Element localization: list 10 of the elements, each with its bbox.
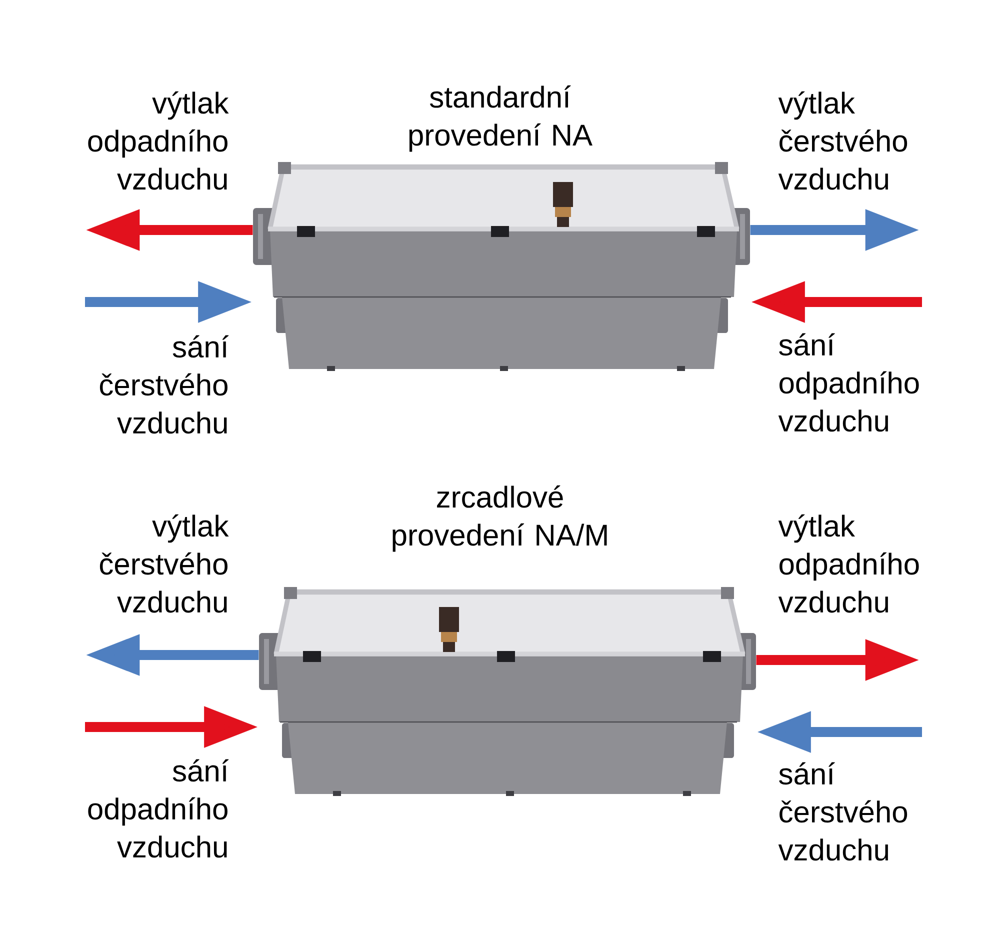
arrow-label: sání čerstvého vzduchu <box>778 762 908 861</box>
arrow-label: výtlak odpadního vzduchu <box>778 514 919 613</box>
heading: zrcadlové provedení NA/M <box>392 485 607 552</box>
heading: standardní provedení NA <box>409 85 592 152</box>
arrow-label: výtlak čerstvého vzduchu <box>100 514 229 613</box>
arrow-label: výtlak čerstvého vzduchu <box>778 91 908 190</box>
arrow-label: sání čerstvého vzduchu <box>100 335 229 434</box>
arrow-label: sání odpadního vzduchu <box>778 333 919 432</box>
arrow-label: sání odpadního vzduchu <box>88 759 229 858</box>
arrow-label: výtlak odpadního vzduchu <box>88 91 229 190</box>
